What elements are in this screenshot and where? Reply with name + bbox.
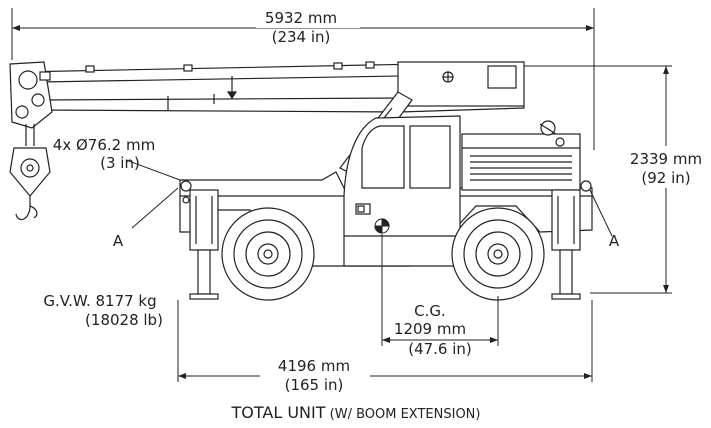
caption-main: TOTAL UNIT xyxy=(231,403,326,422)
rear-wheel xyxy=(451,207,545,301)
pin-size-mm: 4x Ø76.2 mm xyxy=(53,136,155,154)
overall-height-mm: 2339 mm xyxy=(630,150,702,168)
wheelbase-in: (165 in) xyxy=(285,376,344,394)
hook-block xyxy=(9,124,51,221)
marker-a-left: A xyxy=(113,232,124,250)
cg-marker xyxy=(374,218,390,234)
engine-housing xyxy=(461,120,581,191)
right-outrigger xyxy=(551,189,581,300)
cab xyxy=(343,115,461,267)
pin-leaders xyxy=(125,159,613,237)
caption: TOTAL UNIT (W/ BOOM EXTENSION) xyxy=(231,403,481,422)
wheelbase-mm: 4196 mm xyxy=(278,357,350,375)
cg-in: (47.6 in) xyxy=(408,340,472,358)
marker-a-right: A xyxy=(609,232,620,250)
wheelbase-dimension xyxy=(177,300,593,382)
cg-mm: 1209 mm xyxy=(394,320,466,338)
overall-height-in: (92 in) xyxy=(641,169,690,187)
boom xyxy=(16,61,525,113)
overall-length-mm: 5932 mm xyxy=(265,9,337,27)
boom-head xyxy=(9,61,53,129)
cg-dimension xyxy=(381,234,499,346)
left-outrigger xyxy=(189,189,219,300)
caption-sub: (W/ BOOM EXTENSION) xyxy=(326,407,481,422)
pin-size-in: (3 in) xyxy=(100,154,140,172)
gvw-kg: G.V.W. 8177 kg xyxy=(43,292,156,310)
cg-label: C.G. xyxy=(414,302,446,320)
gvw-lb: (18028 lb) xyxy=(85,311,163,329)
front-wheel xyxy=(221,207,315,301)
overall-length-in: (234 in) xyxy=(272,28,331,46)
